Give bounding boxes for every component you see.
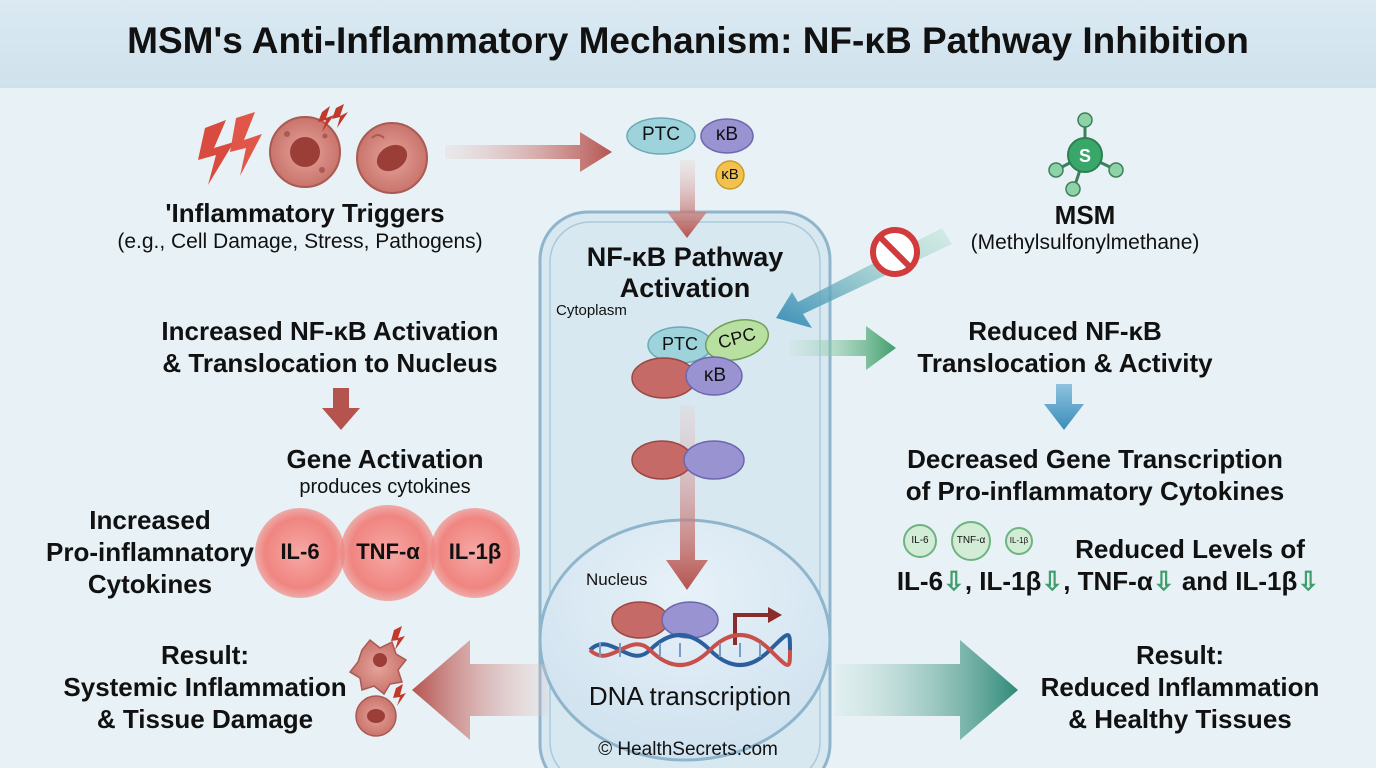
arrow-down-to-pathway xyxy=(667,160,707,238)
lightning-small-icon-3 xyxy=(393,684,406,706)
reduced-line1: Reduced NF-κB xyxy=(968,316,1162,346)
nfkb-dimer xyxy=(631,440,745,480)
lightning-small-icon-2 xyxy=(391,626,405,650)
increased-activation-line2: & Translocation to Nucleus xyxy=(162,348,498,378)
small-cytokine-tnfa: TNF-α xyxy=(956,535,986,546)
nfkb-on-dna xyxy=(611,601,719,639)
triggers-subtitle: (e.g., Cell Damage, Stress, Pathogens) xyxy=(117,230,483,253)
down-arrow-icon: ⇩ xyxy=(1041,566,1064,596)
top-nfkb-complex xyxy=(626,117,754,190)
levels-item-il1b-2: and IL-1β xyxy=(1174,566,1298,596)
cytokine-il6: IL-6 xyxy=(255,508,345,598)
pathway-title-line1: NF-κB Pathway xyxy=(586,242,784,272)
arrow-to-reduced xyxy=(790,326,896,370)
damaged-cell-icon xyxy=(269,116,341,188)
lightning-icon xyxy=(198,112,262,185)
msm-title: MSM xyxy=(1054,200,1116,230)
arrow-to-right-result xyxy=(835,640,1018,740)
increased-activation-line1: Increased NF-κB Activation xyxy=(161,316,499,346)
right-result-line2: Reduced Inflammation xyxy=(1040,672,1320,702)
decreased-line2: of Pro-inflammatory Cytokines xyxy=(905,476,1285,506)
pathway-title-line2: Activation xyxy=(619,273,751,303)
reduced-line2: Translocation & Activity xyxy=(917,348,1213,378)
gene-activation-label: Gene Activation xyxy=(286,444,484,474)
arrow-triggers-to-complex xyxy=(445,132,612,172)
levels-item-il6: IL-6 xyxy=(896,566,944,596)
gene-activation-subtitle: produces cytokines xyxy=(299,476,471,498)
msm-subtitle: (Methylsulfonylmethane) xyxy=(970,231,1200,254)
down-arrow-icon: ⇩ xyxy=(943,566,965,596)
small-cytokine-il6: IL-6 xyxy=(911,535,929,546)
top-complex-kb: κB xyxy=(715,124,739,145)
down-arrow-icon: ⇩ xyxy=(1152,566,1175,596)
msm-molecule-icon xyxy=(1048,112,1124,197)
arrow-down-to-nucleus xyxy=(666,405,708,590)
cytokine-tnfa-label: TNF-α xyxy=(356,539,420,564)
triggers-title: 'Inflammatory Triggers xyxy=(165,198,445,228)
increased-cytokines-line1: Increased xyxy=(89,505,211,535)
levels-line2: IL-6⇩, IL-1β⇩, TNF-α⇩ and IL-1β⇩ xyxy=(888,566,1328,597)
down-arrow-icon: ⇩ xyxy=(1297,566,1320,596)
small-cytokine-circles xyxy=(903,521,1033,561)
cytoplasm-label: Cytoplasm xyxy=(556,302,627,319)
dna-helix-icon xyxy=(588,633,792,667)
arrow-to-left-result xyxy=(412,640,548,740)
small-cytokine-il1b: IL-1β xyxy=(1009,536,1029,545)
increased-cytokines-line3: Cytokines xyxy=(87,569,213,599)
title-band xyxy=(0,0,1376,88)
cytokine-tnfa: TNF-α xyxy=(340,505,436,601)
stressed-cell-icon xyxy=(356,122,428,194)
cytokine-il6-label: IL-6 xyxy=(280,539,320,564)
no-sign-icon xyxy=(870,227,920,277)
levels-item-il1b: , IL-1β xyxy=(964,566,1042,596)
page-title: MSM's Anti-Inflammatory Mechanism: NF-κB… xyxy=(127,20,1249,61)
top-complex-ptc: PTC xyxy=(642,124,680,145)
increased-cytokines-line2: Pro-inflamnatory xyxy=(45,537,255,567)
damaged-cell-icon-2 xyxy=(355,695,397,737)
msm-atom-label: S xyxy=(1079,146,1091,166)
left-result-line3: & Tissue Damage xyxy=(96,704,314,734)
left-result-line1: Result: xyxy=(160,640,250,670)
footer-copyright: © HealthSecrets.com xyxy=(598,739,778,760)
dna-transcription-label: DNA transcription xyxy=(588,681,792,711)
arrow-left-down xyxy=(322,388,360,430)
nucleus-label: Nucleus xyxy=(586,570,648,589)
arrow-right-down xyxy=(1044,384,1084,430)
middle-nfkb-complex xyxy=(631,319,770,399)
left-result-line2: Systemic Inflammation xyxy=(63,672,347,702)
right-result-line1: Result: xyxy=(1135,640,1225,670)
levels-item-tnfa: , TNF-α xyxy=(1063,566,1153,596)
right-result-line3: & Healthy Tissues xyxy=(1068,704,1292,734)
cytokine-il1b: IL-1β xyxy=(430,508,520,598)
cytokine-il1b-label: IL-1β xyxy=(448,539,502,564)
lightning-small-icon xyxy=(318,104,348,132)
inflamed-cell-icon xyxy=(348,638,408,696)
middle-complex-kb: κB xyxy=(703,365,727,386)
decreased-line1: Decreased Gene Transcription xyxy=(907,444,1283,474)
levels-line1: Reduced Levels of xyxy=(1075,534,1305,564)
middle-complex-ptc: PTC xyxy=(662,334,698,354)
top-complex-kb-small: κB xyxy=(721,166,739,183)
transcription-arrow-head xyxy=(768,607,782,623)
